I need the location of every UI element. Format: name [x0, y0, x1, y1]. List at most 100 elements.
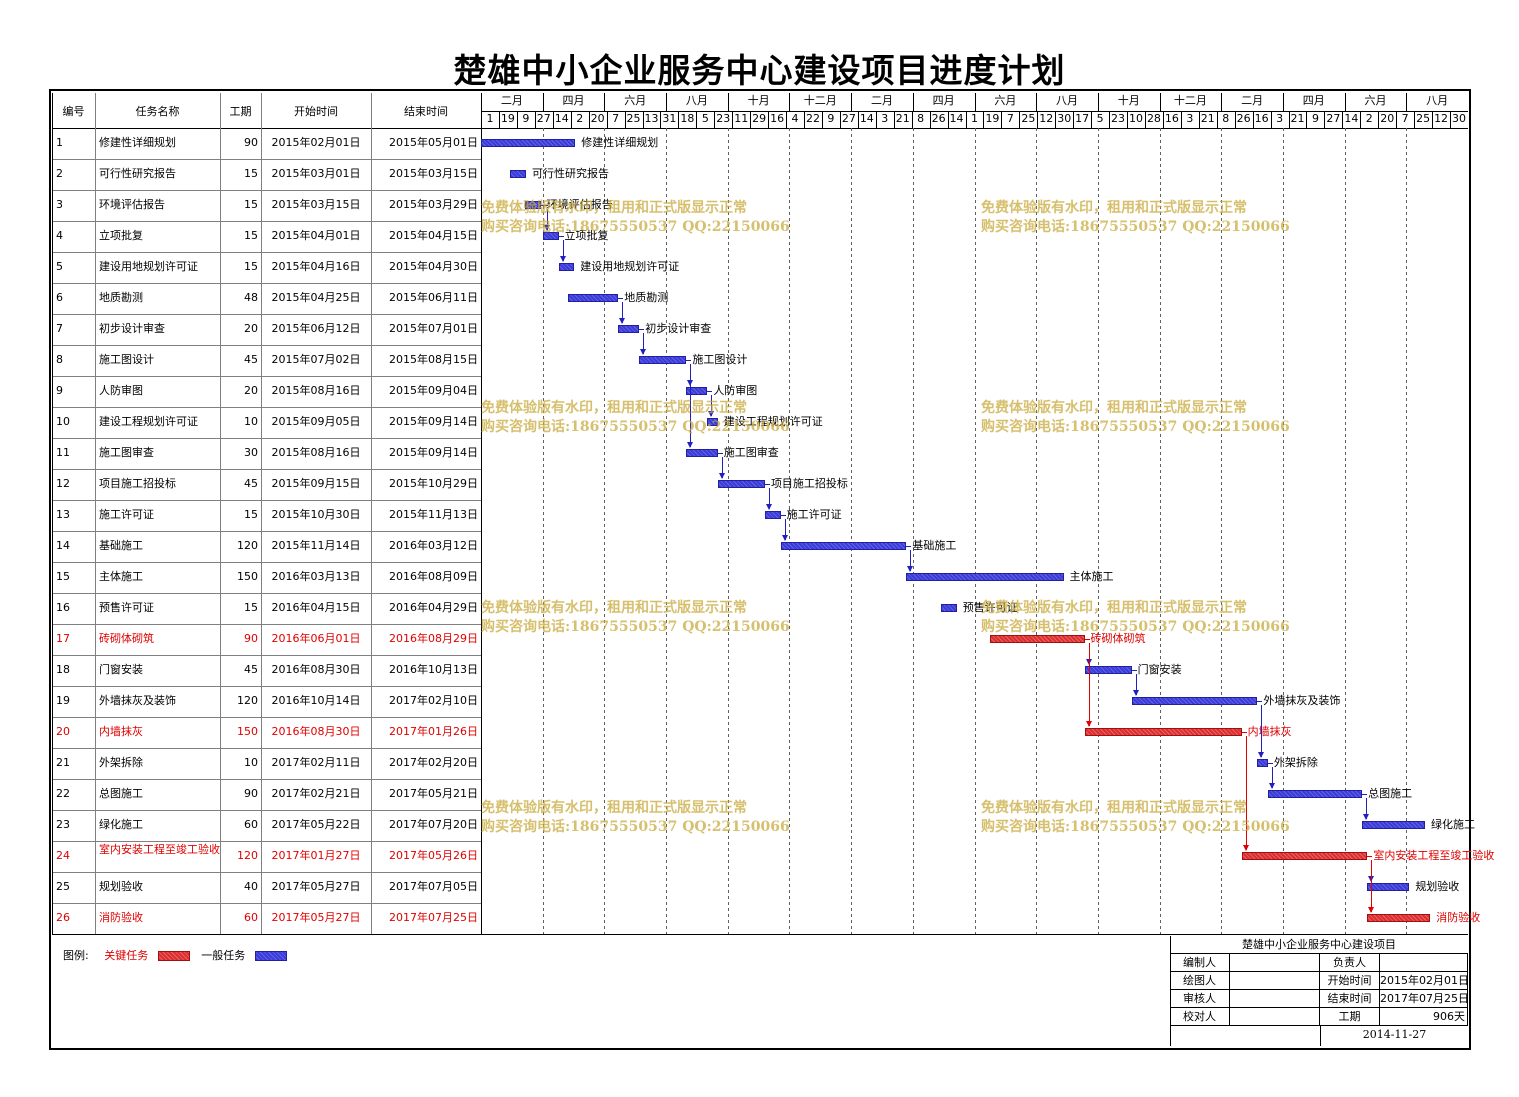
day-tick-label: 31: [662, 112, 677, 125]
dependency-arrow: [781, 519, 788, 541]
dependency-connector: [707, 391, 713, 392]
watermark: 免费体验版有水印，租用和正式版显示正常购买咨询电话:18675550537 QQ…: [481, 199, 790, 237]
task-start-cell: 2015年07月02日: [271, 353, 361, 366]
day-divider: [1198, 111, 1200, 128]
day-divider: [696, 111, 698, 128]
task-end-cell: 2015年03月15日: [389, 167, 478, 180]
legend-normal-swatch: [254, 951, 287, 961]
task-duration-cell: 20: [244, 322, 258, 335]
month-label: 六月: [994, 94, 1017, 107]
task-bar-label: 绿化施工: [1431, 818, 1476, 831]
dependency-connector: [1367, 856, 1373, 857]
task-end-cell: 2017年02月10日: [389, 694, 478, 707]
task-id-cell: 18: [56, 663, 70, 676]
watermark: 免费体验版有水印，租用和正式版显示正常购买咨询电话:18675550537 QQ…: [481, 799, 790, 837]
dependency-connector: [558, 236, 564, 237]
table-row-divider: [52, 624, 481, 625]
task-bar: [1367, 914, 1431, 922]
dependency-arrow: [1363, 798, 1370, 820]
task-bar: [990, 635, 1085, 643]
task-duration-cell: 30: [244, 446, 258, 459]
dependency-connector: [1257, 701, 1263, 702]
month-divider: [912, 93, 914, 111]
task-bar-label: 施工许可证: [786, 508, 842, 521]
month-divider: [851, 93, 853, 111]
dependency-connector: [639, 329, 645, 330]
month-divider: [1344, 93, 1346, 111]
task-start-cell: 2016年08月30日: [271, 663, 361, 676]
task-duration-cell: 120: [237, 539, 258, 552]
day-tick-label: 21: [1200, 112, 1215, 125]
info-date-divider: [1320, 1026, 1321, 1046]
month-divider: [542, 93, 544, 111]
day-tick-label: 30: [1452, 112, 1467, 125]
task-bar: [639, 356, 687, 364]
legend-normal-label: 一般任务: [201, 949, 246, 962]
day-tick-label: 1: [486, 112, 494, 125]
legend-critical-swatch: [157, 951, 190, 961]
task-bar-label: 内墙抹灰: [1247, 725, 1292, 738]
day-tick-label: 20: [1380, 112, 1395, 125]
task-id-cell: 4: [56, 229, 63, 242]
day-divider: [1001, 111, 1003, 128]
task-id-cell: 5: [56, 260, 63, 273]
day-divider: [642, 111, 644, 128]
info-cell: 结束时间: [1320, 990, 1380, 1008]
day-divider: [875, 111, 877, 128]
task-bar-label: 预售许可证: [962, 601, 1018, 614]
task-id-cell: 24: [56, 849, 70, 862]
month-divider: [1097, 93, 1099, 111]
month-divider: [666, 93, 668, 111]
task-name-cell: 施工图审查: [99, 446, 154, 459]
task-duration-cell: 90: [244, 787, 258, 800]
day-tick-label: 14: [1344, 112, 1359, 125]
table-row-divider: [52, 438, 481, 439]
month-label: 十月: [747, 94, 770, 107]
table-row-divider: [52, 593, 481, 594]
dependency-arrow: [543, 209, 550, 231]
task-duration-cell: 60: [244, 818, 258, 831]
task-start-cell: 2016年10月14日: [271, 694, 361, 707]
dependency-arrow: [687, 364, 694, 448]
day-tick-label: 7: [1401, 112, 1409, 125]
info-cell: 负责人: [1320, 954, 1380, 972]
task-duration-cell: 120: [237, 694, 258, 707]
watermark-line: 免费体验版有水印，租用和正式版显示正常: [481, 800, 747, 816]
legend: 图例: 关键任务 一般任务: [63, 947, 287, 963]
month-label: 二月: [1241, 94, 1264, 107]
info-border: [1170, 936, 1171, 1046]
day-divider: [534, 111, 536, 128]
timeline-mid: [481, 111, 1468, 112]
task-end-cell: 2015年08月15日: [389, 353, 478, 366]
day-tick-label: 21: [895, 112, 910, 125]
task-id-cell: 11: [56, 446, 70, 459]
day-tick-label: 4: [791, 112, 799, 125]
day-divider: [965, 111, 967, 128]
gantt-gridline: [1097, 128, 1099, 934]
table-row-divider: [52, 376, 481, 377]
chart-frame: [49, 89, 1471, 1050]
day-divider: [1324, 111, 1326, 128]
task-id-cell: 15: [56, 570, 70, 583]
task-bar-label: 施工图设计: [692, 353, 748, 366]
task-id-cell: 10: [56, 415, 70, 428]
day-divider: [1216, 111, 1218, 128]
watermark-line: 免费体验版有水印，租用和正式版显示正常: [981, 800, 1247, 816]
watermark-line: 购买咨询电话:18675550537 QQ:22150066: [481, 419, 790, 435]
legend-label: 图例:: [63, 949, 89, 962]
task-name-cell: 环境评估报告: [99, 198, 165, 211]
info-cell: 2017年07月25日: [1380, 990, 1468, 1008]
day-divider: [1162, 111, 1164, 128]
task-bar-label: 环境评估报告: [546, 198, 613, 211]
day-divider: [1073, 111, 1075, 128]
task-bar: [717, 480, 765, 488]
day-divider: [1432, 111, 1434, 128]
dependency-arrow: [907, 550, 914, 572]
task-duration-cell: 15: [244, 508, 258, 521]
month-divider: [604, 93, 606, 111]
dependency-connector: [1362, 794, 1368, 795]
day-divider: [588, 111, 590, 128]
month-divider: [727, 93, 729, 111]
month-label: 八月: [1426, 94, 1449, 107]
task-name-cell: 预售许可证: [99, 601, 154, 614]
